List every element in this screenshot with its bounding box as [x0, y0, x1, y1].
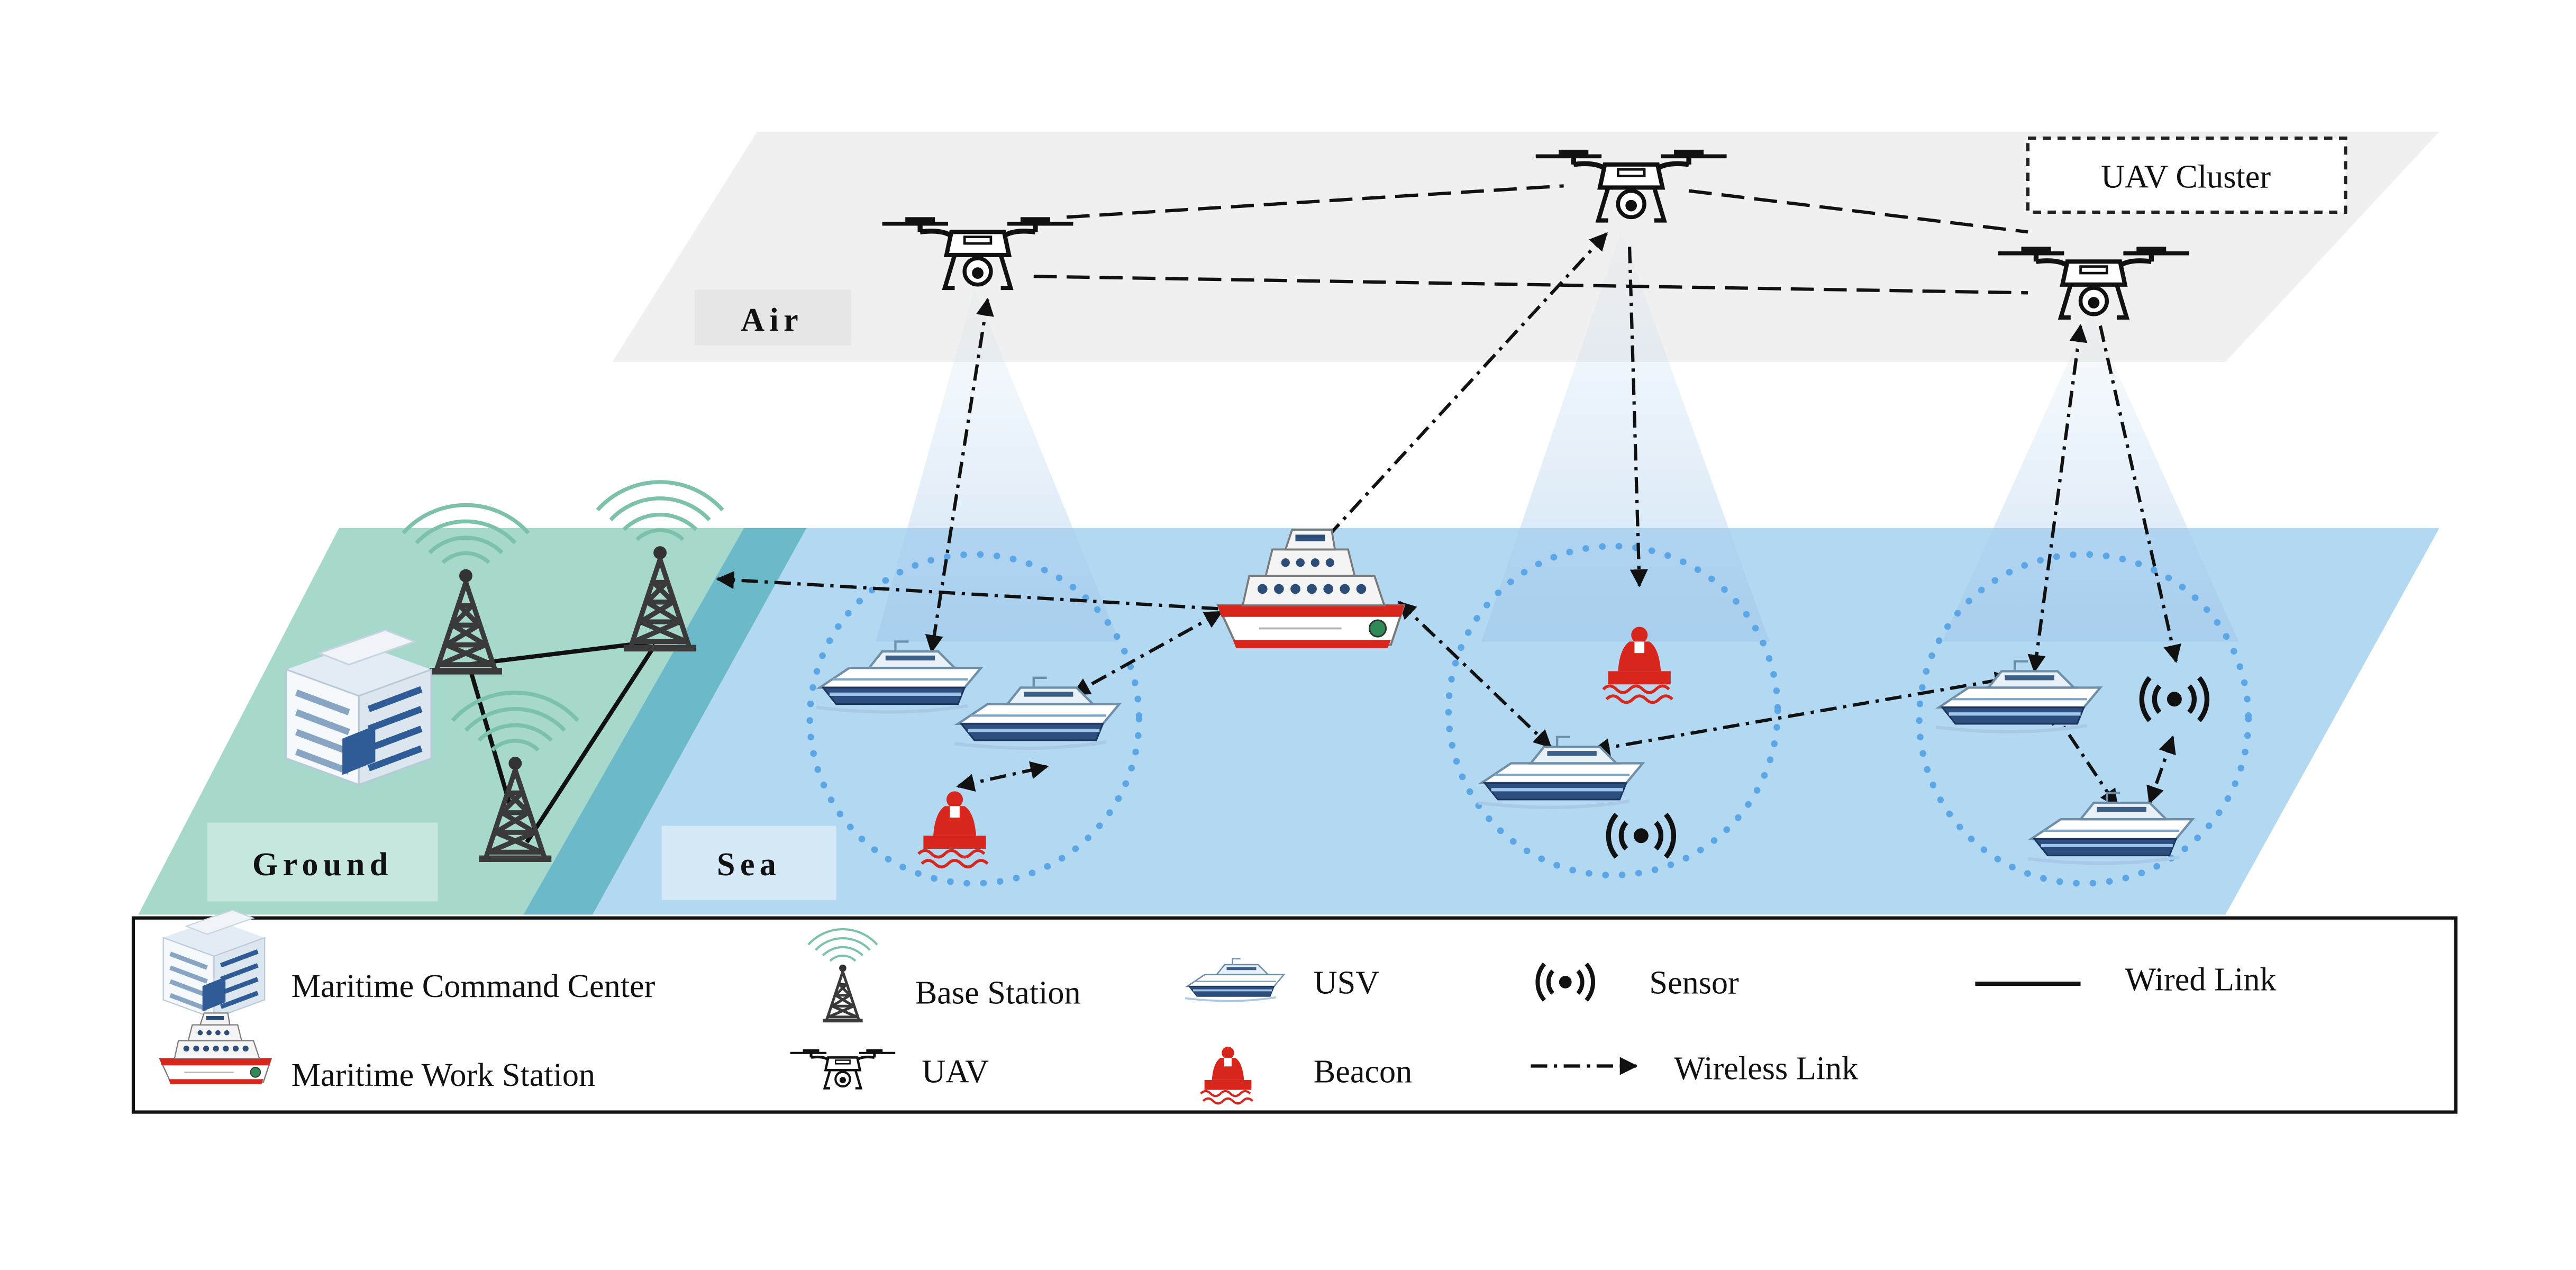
- uav-cluster-label: UAV Cluster: [2101, 159, 2271, 195]
- legend-command-center-label: Maritime Command Center: [292, 968, 656, 1004]
- uav-cluster-box: [2026, 137, 2347, 214]
- legend-beacon-label: Beacon: [1314, 1054, 1413, 1090]
- legend-wireless-link-label: Wireless Link: [1674, 1050, 1859, 1086]
- coverage-circle: [806, 551, 1143, 887]
- legend-wired-link-label: Wired Link: [2125, 962, 2277, 998]
- coast-strip: [523, 528, 807, 915]
- uav-coverage-beam: [1942, 312, 2239, 642]
- legend-sensor-label: Sensor: [1649, 965, 1739, 1001]
- ground-label-box: [207, 822, 438, 902]
- wireless-links: [716, 232, 2181, 808]
- air-label-box: [694, 289, 851, 346]
- sea-label-box: [661, 826, 836, 900]
- sea-label: Sea: [717, 847, 781, 883]
- air-label: Air: [741, 302, 803, 338]
- legend-work-station-label: Maritime Work Station: [292, 1057, 595, 1093]
- legend-usv-label: USV: [1314, 965, 1380, 1001]
- ground-label: Ground: [252, 847, 393, 883]
- legend-box: [131, 916, 2457, 1114]
- legend-uav-label: UAV: [922, 1054, 989, 1090]
- legend-base-station-label: Base Station: [915, 975, 1081, 1011]
